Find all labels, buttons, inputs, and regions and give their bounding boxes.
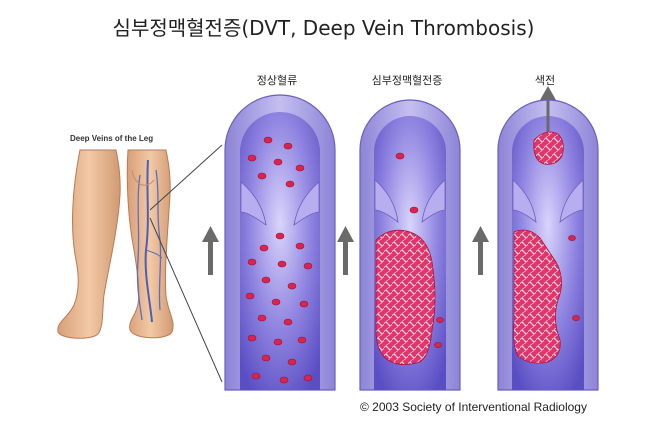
vein-panel-normal [224,94,336,391]
panel-label-dvt: 심부정맥혈전증 [371,74,443,87]
vein-panel-dvt [359,99,461,391]
panel-label-embolus: 색전 [534,74,556,87]
legs-illustration [57,149,174,339]
valve [559,179,584,223]
flow-arrow-icon [202,226,219,275]
valve [293,181,320,226]
page-title: 심부정맥혈전증(DVT, Deep Vein Thrombosis) [112,16,535,40]
valve [374,179,399,223]
zoom-line [149,217,223,383]
legs-caption: Deep Veins of the Leg [70,134,154,143]
leg-vein [145,249,163,259]
flow-arrow-icon [337,226,354,275]
copyright-credit: © 2003 Society of Interventional Radiolo… [360,400,587,414]
zoom-line [149,144,223,211]
leg-vein [144,159,153,323]
valve [240,181,267,226]
vein-panel-embolus [497,86,599,391]
left-leg [57,149,121,339]
leg-vein [136,174,143,321]
flow-arrow-icon [472,226,489,275]
blood-clot [513,229,562,364]
blood-clot [375,229,436,365]
embolus-arrow-icon [540,86,556,100]
valve [512,179,537,223]
panel-label-normal-flow: 정상혈류 [256,74,298,87]
embolus-fragment [533,131,564,165]
valve [421,179,446,223]
